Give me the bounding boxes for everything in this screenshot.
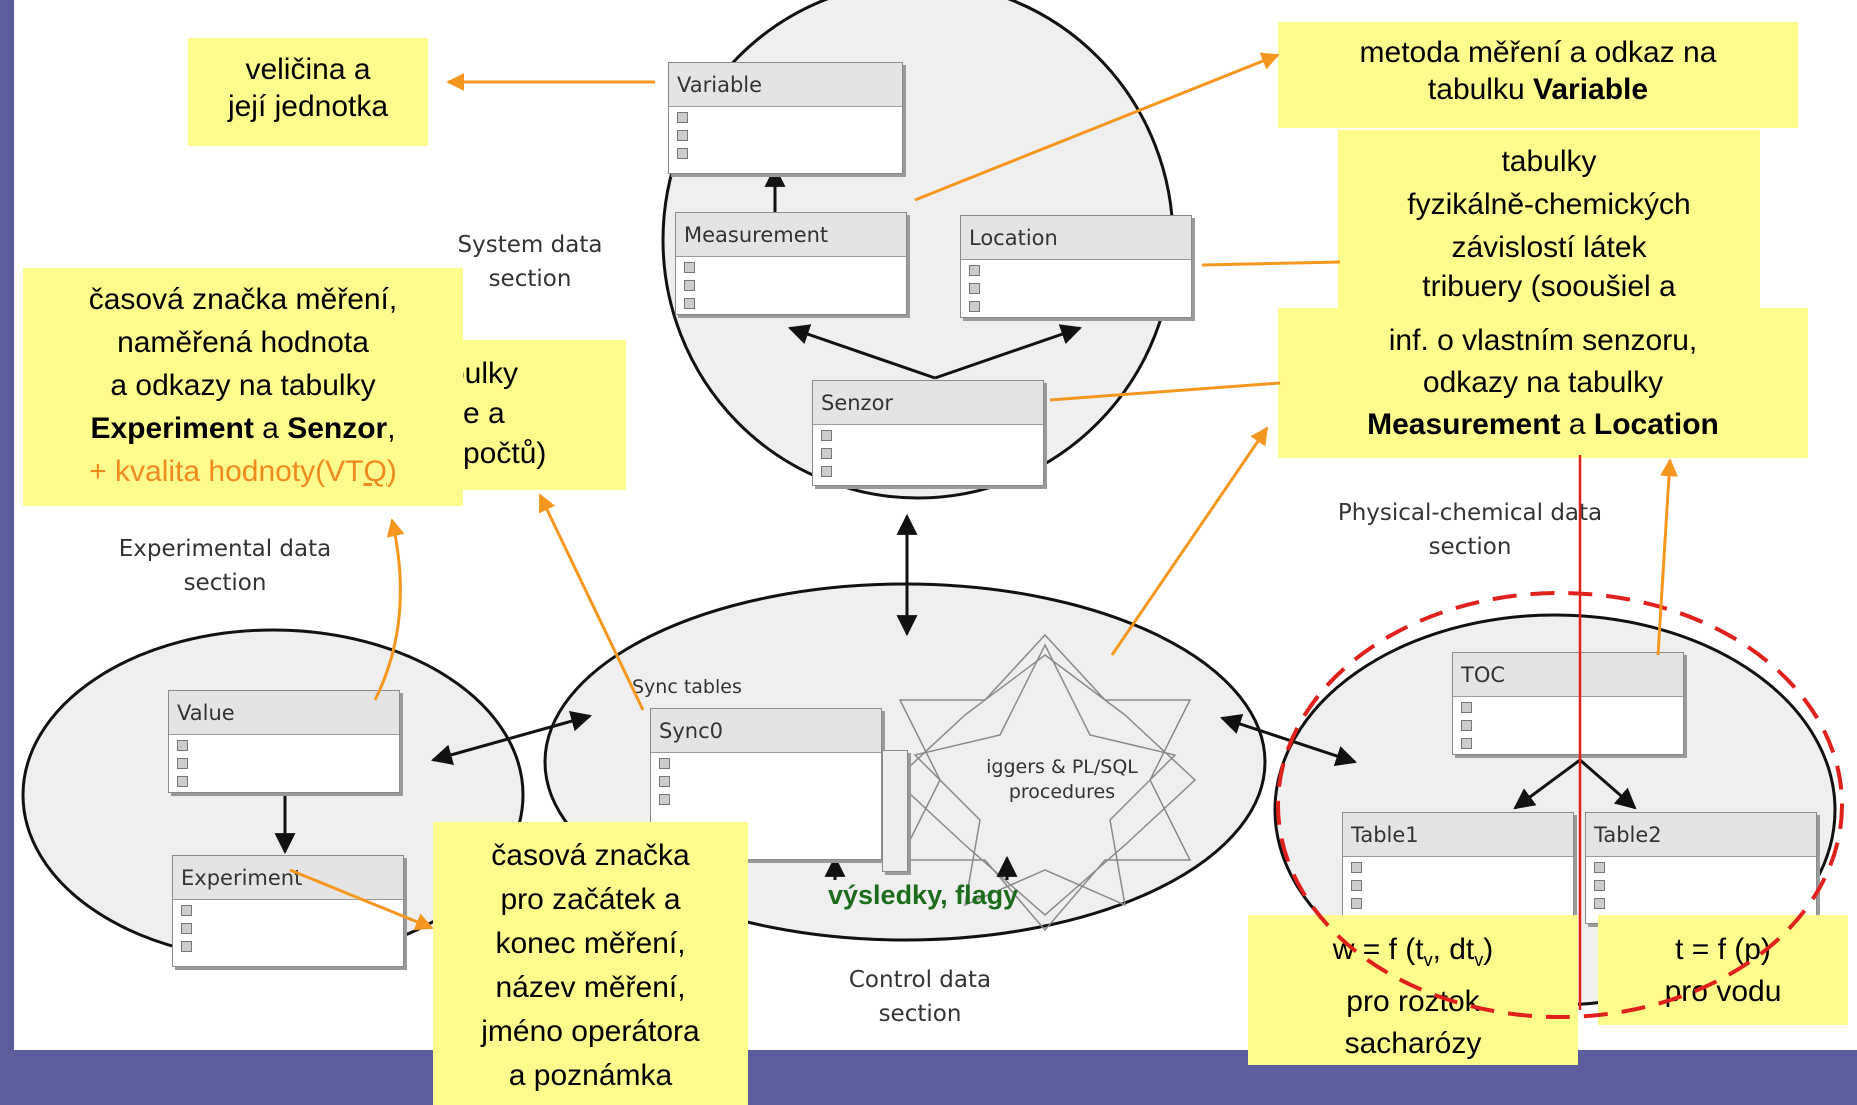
triggers-star-shape — [893, 633, 1197, 932]
entity-sync0-shadow — [882, 750, 908, 872]
entity-measurement-title: Measurement — [676, 213, 906, 257]
entity-table1-title: Table1 — [1343, 813, 1573, 857]
entity-location: Location — [960, 215, 1192, 318]
note-measurement: metoda měření a odkaz na tabulku Variabl… — [1278, 22, 1798, 128]
control-section-label: Control data section — [848, 967, 992, 1027]
entity-senzor-title: Senzor — [813, 381, 1043, 425]
experimental-section-label: Experimental data section — [118, 536, 332, 596]
arrow-experimental-control — [430, 710, 593, 766]
entity-variable: Variable — [668, 62, 903, 174]
physchem-hidden-fragment: tribuery (sooušiel a — [1422, 270, 1676, 303]
entity-toc-title: TOC — [1453, 653, 1683, 697]
note-value: časová značka měření, naměřená hodnota a… — [23, 268, 463, 506]
entity-table1: Table1 — [1342, 812, 1574, 924]
note-water: t = f (p) pro vodu — [1598, 915, 1848, 1025]
system-section-label: System data section — [457, 232, 603, 292]
note-experiment: časová značka pro začátek a konec měření… — [433, 822, 748, 1105]
note-physchem: tabulky fyzikálně-chemických závislostí … — [1338, 130, 1760, 310]
results-flags-label: výsledky, flagy — [828, 880, 1019, 910]
entity-variable-title: Variable — [669, 63, 902, 107]
entity-value-title: Value — [169, 691, 399, 735]
note-sucrose: w = f (tv, dtv) pro roztok sacharózy — [1248, 915, 1578, 1065]
entity-measurement: Measurement — [675, 212, 907, 315]
entity-experiment: Experiment — [172, 855, 404, 967]
triggers-label: iggers & PL/SQL procedures — [986, 756, 1138, 803]
entity-senzor: Senzor — [812, 380, 1044, 486]
arrow-senzor-measurement — [788, 324, 936, 380]
entity-toc: TOC — [1452, 652, 1684, 755]
entity-table2: Table2 — [1585, 812, 1817, 924]
entity-table2-title: Table2 — [1586, 813, 1816, 857]
entity-experiment-title: Experiment — [173, 856, 403, 900]
sync-tables-label: Sync tables — [632, 676, 742, 698]
entity-location-title: Location — [961, 216, 1191, 260]
note-variable: veličina a její jednotka — [188, 38, 428, 146]
entity-value: Value — [168, 690, 400, 793]
note-senzor: inf. o vlastním senzoru, odkazy na tabul… — [1278, 308, 1808, 458]
physical-section-label: Physical-chemical data section — [1337, 500, 1603, 560]
arrow-senzor-location — [934, 324, 1082, 380]
entity-sync0: Sync0 — [650, 708, 882, 860]
entity-sync0-title: Sync0 — [651, 709, 881, 753]
